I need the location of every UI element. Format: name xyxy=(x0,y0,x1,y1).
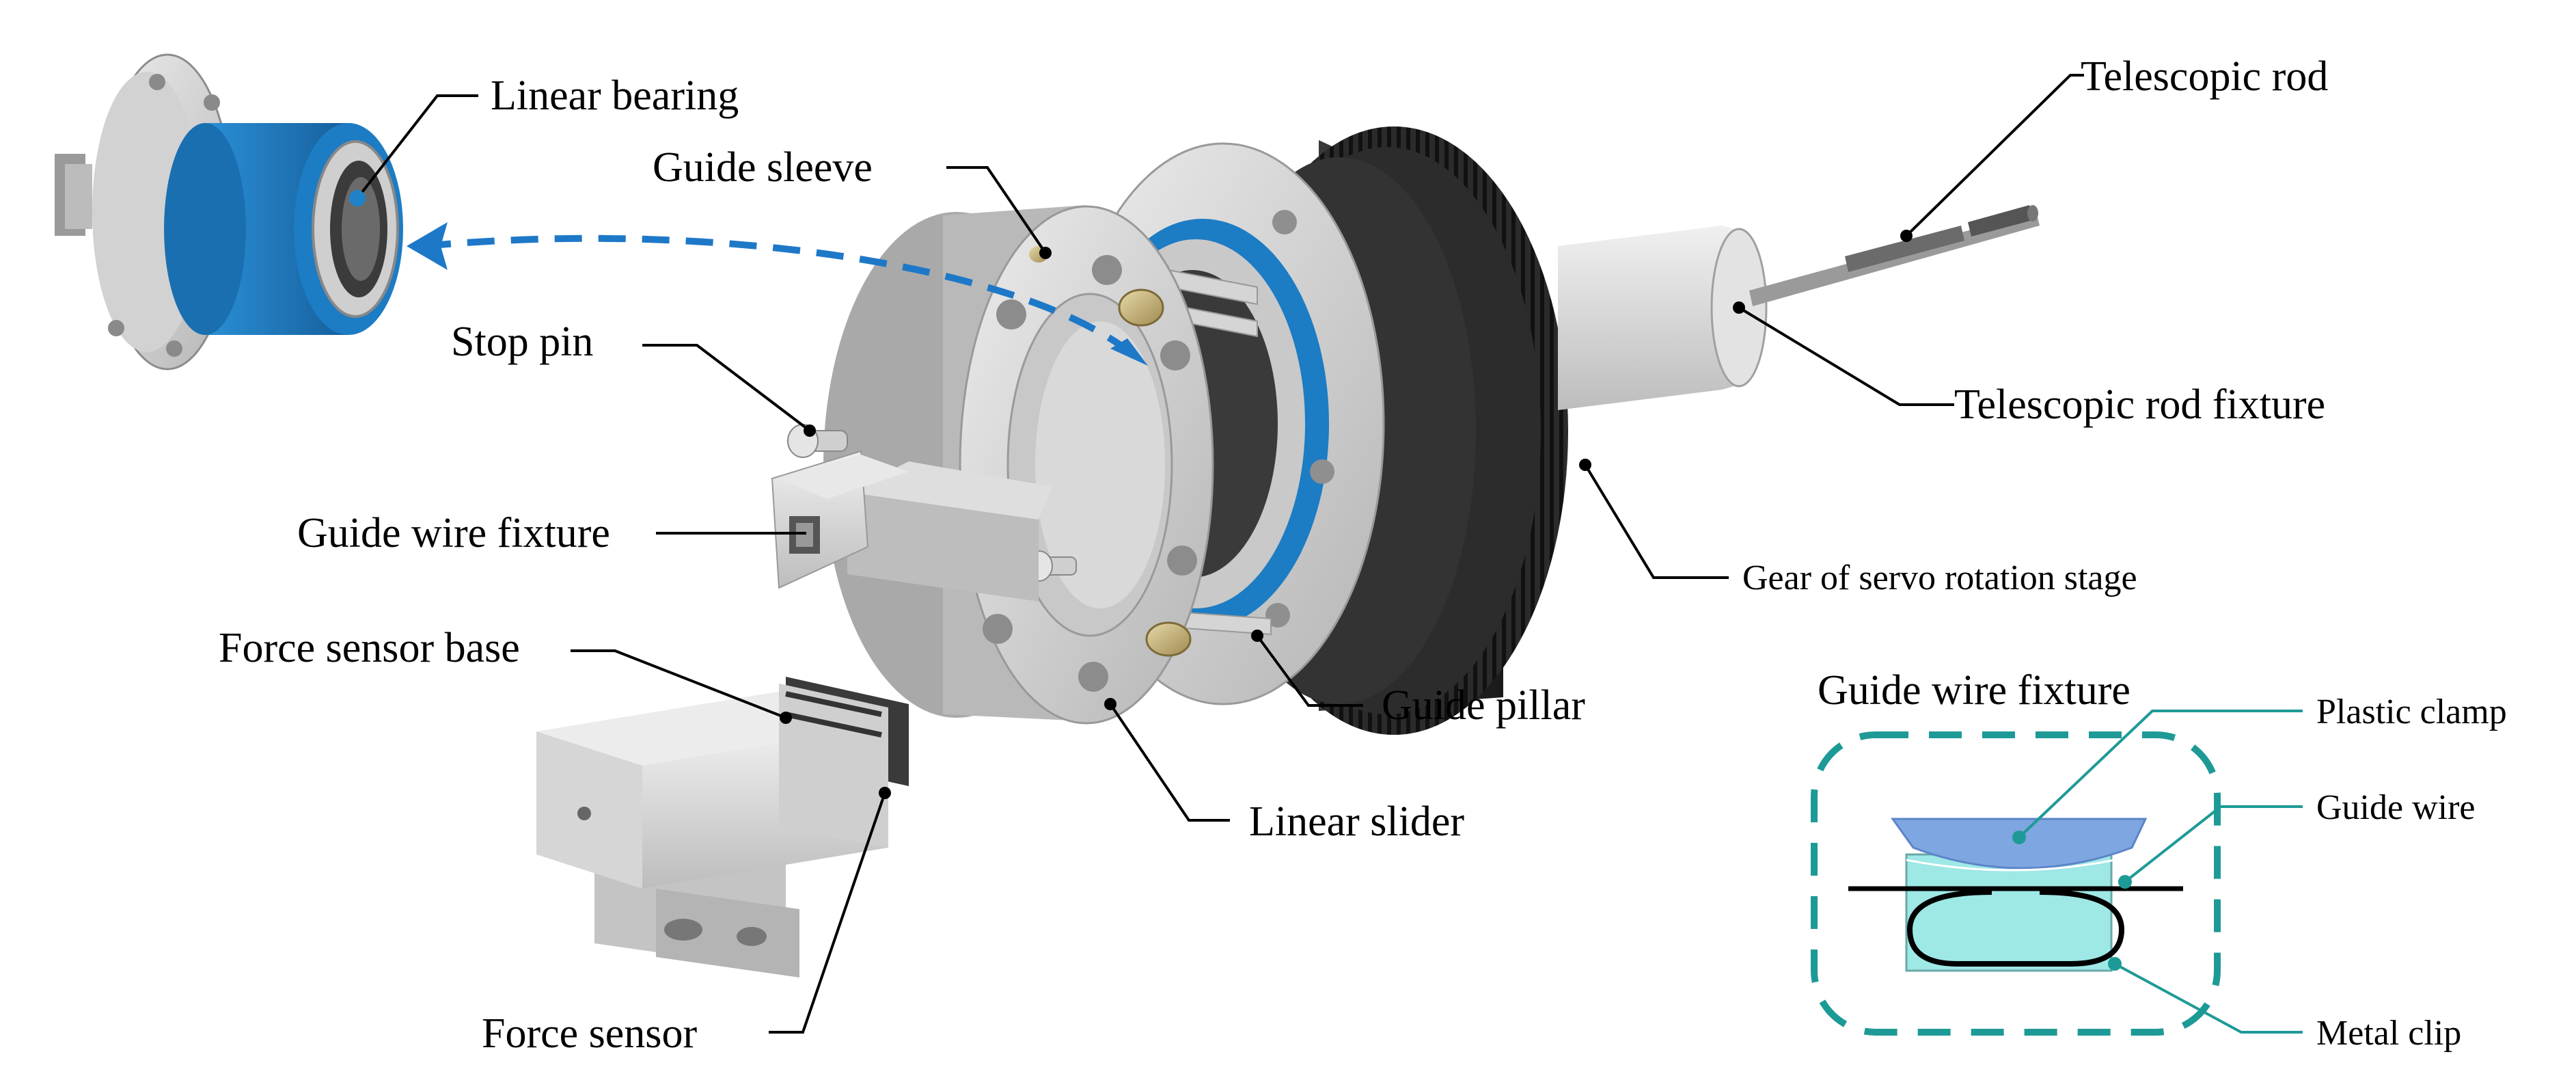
metal-clip-shape xyxy=(1906,889,2125,967)
leader-guide-sleeve xyxy=(946,166,1047,254)
label-telescopic-rod: Telescopic rod xyxy=(2081,53,2328,100)
leader-plastic-clamp xyxy=(2018,710,2303,839)
leader-force-sensor xyxy=(769,792,886,1034)
label-guide-pillar: Guide pillar xyxy=(1382,682,1585,729)
guide-sleeves xyxy=(1029,246,1192,657)
clip-body xyxy=(1905,853,2113,972)
leader-linear-slider xyxy=(1109,703,1230,822)
leader-guide-pillar xyxy=(1256,634,1363,707)
label-guide-wire: Guide wire xyxy=(2316,788,2475,827)
leader-telescopic-rod-fixture xyxy=(1738,306,1954,406)
telescopic-rod-part xyxy=(1749,205,2040,306)
label-plastic-clamp: Plastic clamp xyxy=(2316,692,2507,731)
leader-metal-clip xyxy=(2114,962,2303,1034)
label-linear-slider: Linear slider xyxy=(1249,798,1464,845)
linear-slider-part xyxy=(823,205,1214,725)
leader-linear-bearing xyxy=(356,94,478,200)
inset-guide-wire-fixture: Guide wire fixture Plastic clamp Guide w… xyxy=(1811,667,2507,1053)
leader-guide-wire xyxy=(2124,805,2303,883)
linear-bearing-part xyxy=(55,53,403,370)
telescopic-rod-fixture-part xyxy=(1558,226,1768,410)
leader-telescopic-rod xyxy=(1905,74,2084,237)
label-force-sensor: Force sensor xyxy=(482,1010,697,1057)
inset-title: Guide wire fixture xyxy=(1818,667,2130,714)
label-linear-bearing: Linear bearing xyxy=(491,72,739,119)
leader-lines xyxy=(356,74,2084,1034)
label-force-sensor-base: Force sensor base xyxy=(219,625,520,671)
force-sensor-base-part xyxy=(779,677,909,848)
label-guide-sleeve: Guide sleeve xyxy=(653,144,873,191)
label-stop-pin: Stop pin xyxy=(451,319,593,365)
label-guide-wire-fixture: Guide wire fixture xyxy=(297,510,610,556)
leader-stop-pin xyxy=(642,344,811,432)
guide-wire-fixture-part xyxy=(771,450,1052,602)
linear-bearing-dot xyxy=(349,190,366,206)
assembly-arrow xyxy=(407,222,1148,366)
leader-force-sensor-base xyxy=(571,649,786,719)
leader-gear-servo xyxy=(1584,463,1729,579)
label-telescopic-rod-fixture: Telescopic rod fixture xyxy=(1954,381,2325,428)
part-labels: Linear bearing Guide sleeve Stop pin Gui… xyxy=(219,53,2328,1057)
label-metal-clip: Metal clip xyxy=(2316,1014,2461,1053)
label-gear-servo: Gear of servo rotation stage xyxy=(1742,558,2137,597)
leader-dots xyxy=(780,230,1913,799)
